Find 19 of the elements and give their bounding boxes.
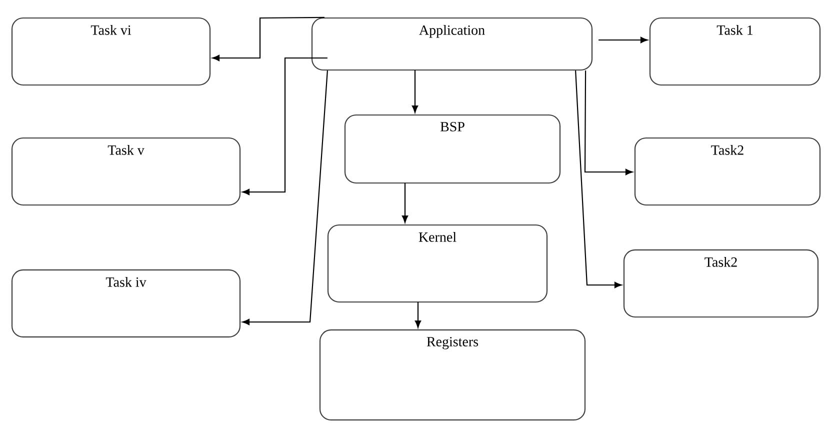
arrow (402, 183, 408, 223)
task-box: Application (311, 17, 593, 71)
arrow (414, 302, 422, 328)
task-box: Task2 (623, 249, 819, 318)
arrow (242, 57, 328, 196)
arrow (598, 36, 648, 44)
task-box: Task vi (11, 17, 211, 86)
arrow (575, 70, 622, 288)
task-box: Task v (11, 137, 241, 206)
arrow (412, 70, 418, 113)
arrow (584, 70, 633, 176)
task-box: Task 1 (649, 17, 821, 86)
arrow (242, 70, 328, 326)
task-box: Kernel (327, 224, 548, 303)
task-box: Task iv (11, 269, 241, 338)
task-box: BSP (344, 114, 561, 184)
task-box: Task2 (634, 137, 821, 206)
arrow (212, 16, 324, 62)
task-box: Registers (319, 329, 586, 421)
